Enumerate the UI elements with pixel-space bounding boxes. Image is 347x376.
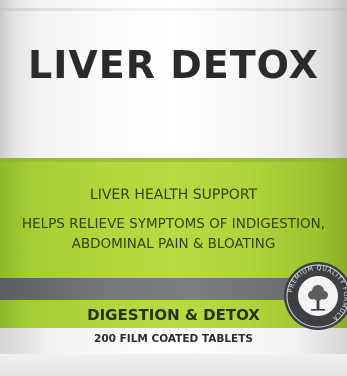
label-grey-band	[0, 278, 347, 300]
label-top-stripe	[0, 158, 347, 162]
health-claim-line-2: ABDOMINAL PAIN & BLOATING	[71, 236, 276, 252]
tablet-count: 200 FILM COATED TABLETS	[94, 333, 253, 345]
tree-icon	[308, 285, 328, 311]
product-title: LIVER DETOX	[28, 43, 319, 87]
bottle-cap-edge	[0, 8, 347, 11]
product-subtitle: LIVER HEALTH SUPPORT	[89, 187, 258, 203]
label-count-band	[0, 328, 347, 354]
quality-seal: PREMIUM QUALITY FORMULA	[284, 262, 347, 330]
bottle-bottom	[0, 354, 347, 376]
product-category: DIGESTION & DETOX	[87, 306, 260, 324]
health-claim-line-1: HELPS RELIEVE SYMPTOMS OF INDIGESTION,	[21, 216, 326, 232]
